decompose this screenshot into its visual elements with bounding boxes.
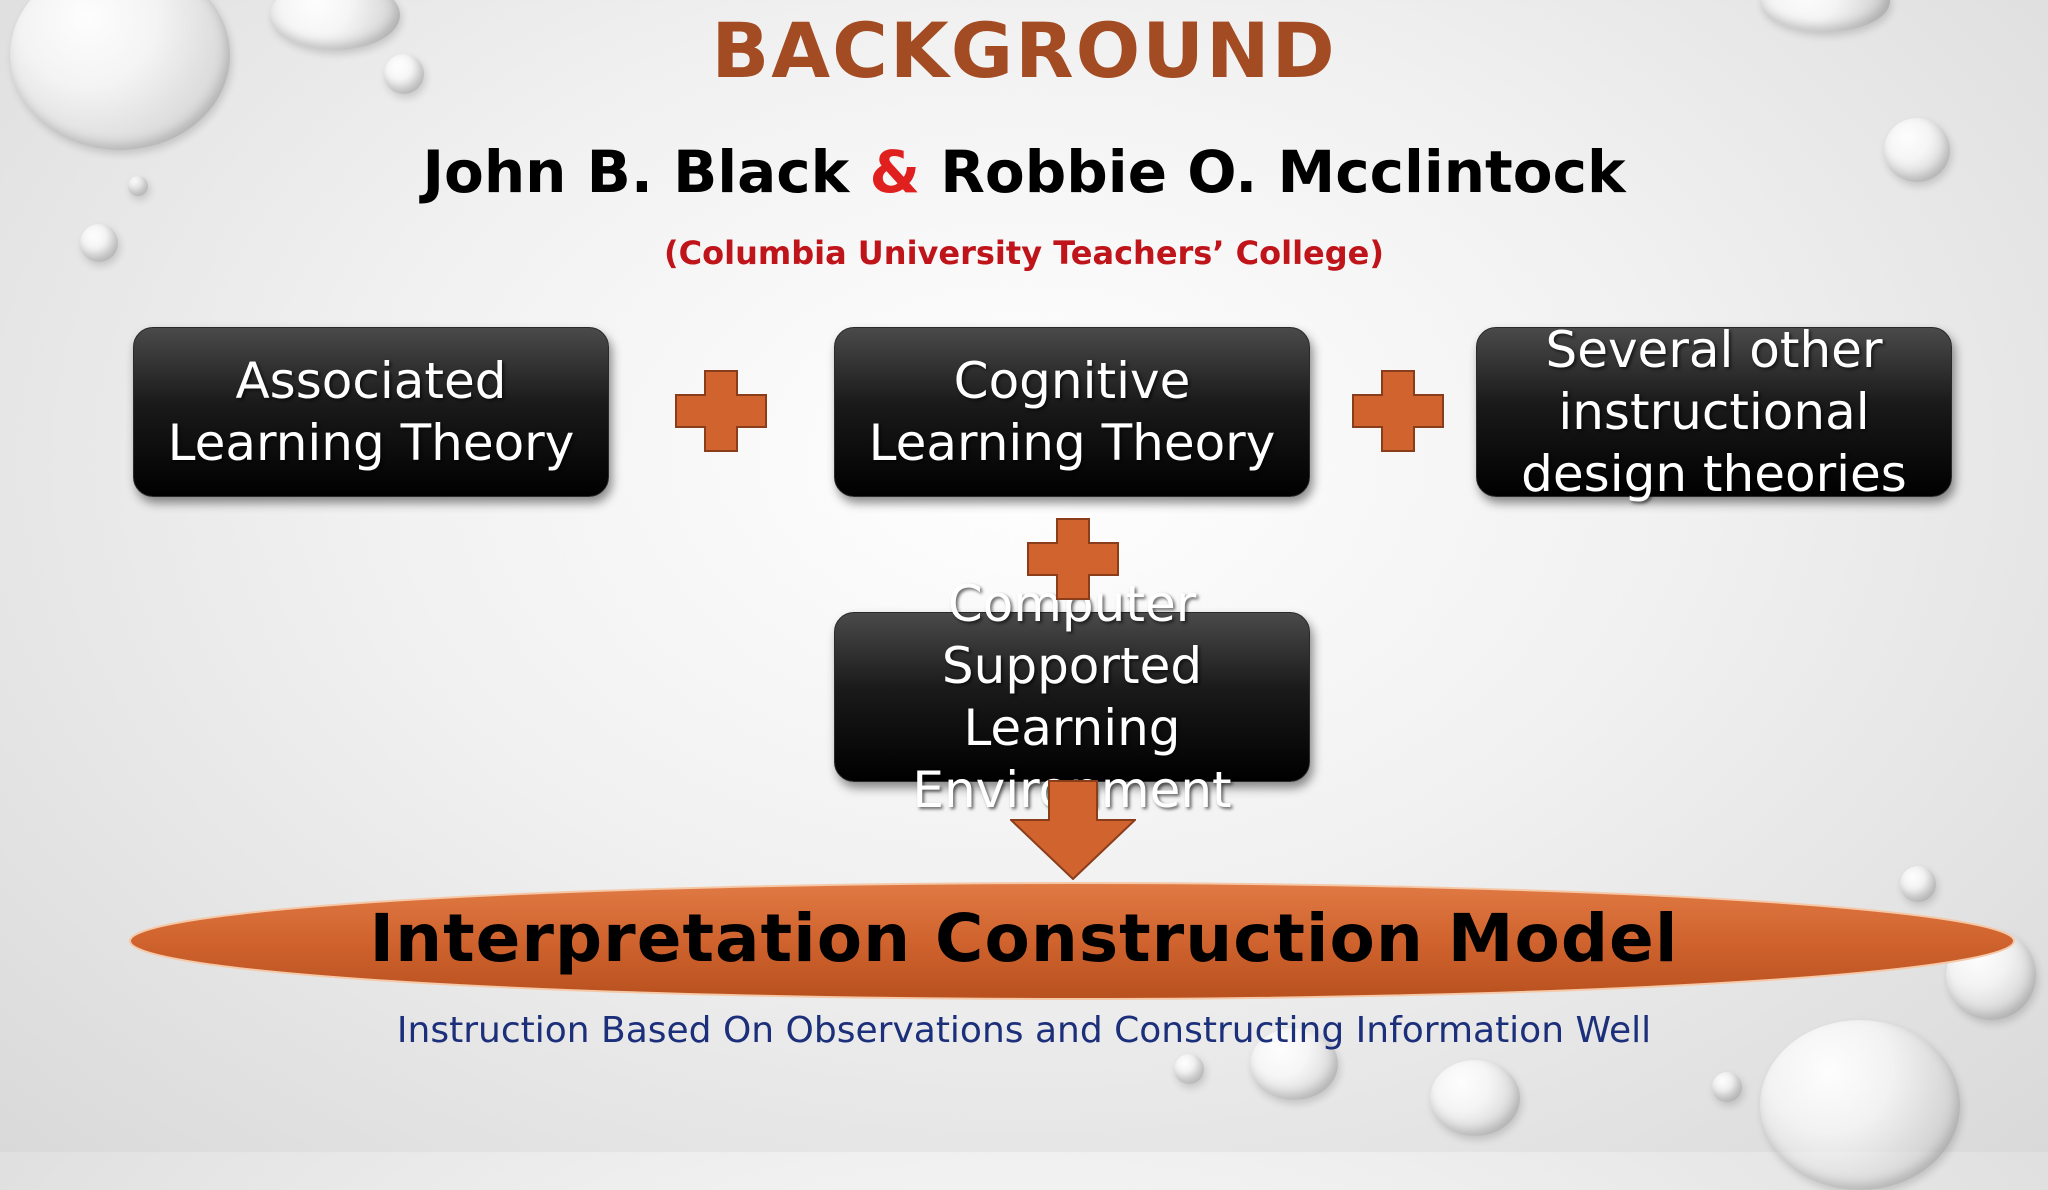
water-drop bbox=[1250, 1028, 1338, 1100]
box-cognitive-learning-theory: Cognitive Learning Theory bbox=[834, 327, 1310, 497]
model-subtitle: Instruction Based On Observations and Co… bbox=[396, 1010, 1652, 1051]
affiliation: (Columbia University Teachers’ College) bbox=[664, 234, 1384, 272]
model-ellipse bbox=[128, 880, 2016, 1002]
slide-title: BACKGROUND bbox=[711, 6, 1337, 95]
water-drop bbox=[10, 0, 230, 150]
water-drop bbox=[1884, 118, 1950, 182]
water-drop bbox=[1174, 1054, 1204, 1084]
box-label: Associated Learning Theory bbox=[167, 352, 575, 472]
ampersand: & bbox=[869, 138, 921, 206]
water-drop bbox=[1900, 866, 1936, 902]
author-first: John B. Black bbox=[422, 138, 850, 206]
box-computer-supported-learning-environment: Computer Supported Learning Environment bbox=[834, 575, 1310, 819]
plus-icon bbox=[1027, 518, 1119, 600]
down-arrow-icon bbox=[1008, 780, 1138, 881]
authors-line: John B. Black & Robbie O. Mcclintock bbox=[0, 138, 2048, 206]
water-drop bbox=[1430, 1060, 1520, 1136]
model-title: Interpretation Construction Model bbox=[369, 900, 1679, 977]
box-label: Cognitive Learning Theory bbox=[868, 352, 1276, 472]
water-drop bbox=[128, 176, 148, 196]
water-drop bbox=[80, 224, 118, 262]
box-other-design-theories: Several other instructional design theor… bbox=[1476, 321, 1952, 503]
box-label: Computer Supported Learning Environment bbox=[912, 575, 1231, 819]
author-second: Robbie O. Mcclintock bbox=[940, 138, 1626, 206]
box-associated-learning-theory: Associated Learning Theory bbox=[133, 327, 609, 497]
water-drop bbox=[1712, 1072, 1742, 1102]
box-label: Several other instructional design theor… bbox=[1521, 321, 1907, 503]
plus-icon bbox=[675, 370, 767, 452]
plus-icon bbox=[1352, 370, 1444, 452]
water-drop bbox=[384, 54, 424, 94]
